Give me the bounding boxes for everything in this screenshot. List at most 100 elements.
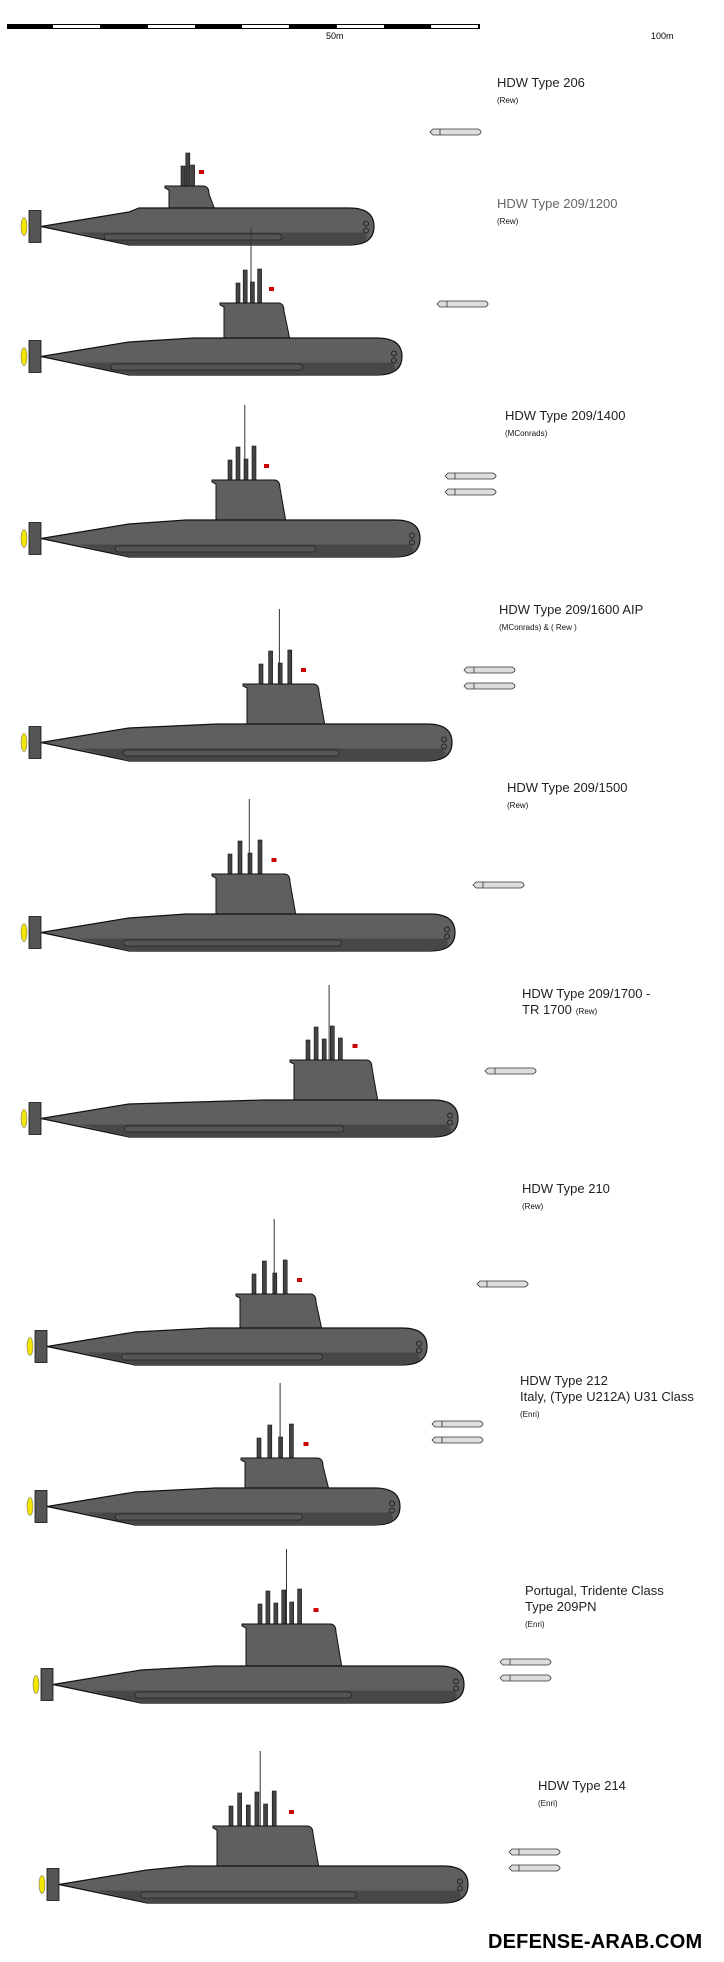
submarine-title: HDW Type 209/1400: [505, 408, 626, 423]
keel-fairing: [122, 749, 340, 757]
mast: [313, 1026, 319, 1063]
torpedo-tube: [444, 933, 450, 940]
mast: [287, 649, 293, 687]
submarine-title: HDW Type 206: [497, 75, 585, 90]
torpedo-tube: [457, 1878, 463, 1885]
propeller-icon: [20, 1109, 28, 1128]
submarine-drawing: [20, 405, 421, 558]
torpedo-icon: [429, 128, 482, 136]
propeller-icon: [26, 1337, 34, 1356]
conning-tower: [235, 1293, 323, 1331]
submarine-subtitle: Italy, (Type U212A) U31 Class: [520, 1389, 694, 1404]
mast: [245, 1804, 251, 1829]
flag-icon: [199, 170, 204, 174]
torpedo-body: [463, 682, 516, 690]
flag-icon: [352, 1044, 358, 1048]
mast: [227, 853, 233, 877]
torpedo-tube: [457, 1885, 463, 1892]
mast: [268, 650, 273, 687]
torpedo-tube: [447, 1119, 453, 1126]
submarine-label: HDW Type 209/1200(Rew): [497, 196, 617, 230]
keel-fairing: [121, 1353, 323, 1361]
drawing-credit: (MConrads) & ( Rew ): [499, 623, 577, 632]
conning-tower: [211, 479, 287, 523]
torpedo-icon: [431, 1436, 484, 1444]
torpedo-body: [508, 1864, 561, 1872]
submarine-title: HDW Type 209/1600 AIP: [499, 602, 644, 617]
submarine-label: HDW Type 209/1400(MConrads): [505, 408, 625, 442]
keel-fairing: [134, 1691, 352, 1699]
submarine-drawing: [26, 1383, 401, 1526]
mast: [258, 663, 264, 687]
submarine-title: HDW Type 209/1200: [497, 196, 618, 211]
torpedo-icon: [444, 472, 497, 480]
torpedo-icon: [463, 666, 516, 674]
torpedo-tube: [363, 227, 369, 234]
torpedo-icon: [463, 682, 516, 690]
conning-tower: [241, 1623, 343, 1669]
mast: [180, 165, 186, 189]
submarine-label: HDW Type 209/1600 AIP (MConrads) & ( Rew …: [499, 602, 643, 636]
rudder: [28, 340, 42, 373]
mast: [228, 1805, 234, 1829]
mast: [272, 1272, 278, 1297]
torpedo-icon: [508, 1864, 561, 1872]
conning-tower: [219, 302, 291, 341]
submarine-label: HDW Type 209/1500(Rew): [507, 780, 627, 814]
torpedo-icon: [499, 1674, 552, 1682]
conning-tower: [164, 185, 216, 211]
flag-icon: [297, 1278, 302, 1282]
mast: [256, 1437, 262, 1461]
mast: [235, 282, 241, 306]
submarine-drawing: [20, 799, 456, 952]
drawing-credit: (Enri): [525, 1620, 545, 1629]
drawing-credit: (Rew): [497, 96, 519, 105]
flag-icon: [289, 1810, 294, 1814]
submarine-drawing: [20, 228, 403, 376]
torpedo-tube: [391, 357, 397, 364]
torpedo-tube: [441, 743, 447, 750]
submarine-label: HDW Type 210(Rew): [522, 1181, 610, 1215]
submarine-drawing: [38, 1751, 469, 1904]
conning-tower: [242, 683, 326, 727]
propeller-icon: [20, 529, 28, 548]
propeller-icon: [26, 1497, 34, 1516]
submarine-drawing: [20, 985, 459, 1138]
mast: [237, 840, 243, 877]
torpedo-tube: [409, 539, 415, 546]
flag-icon: [271, 858, 277, 862]
torpedo-body: [508, 1848, 561, 1856]
rudder: [40, 1668, 54, 1701]
scale-label-100m: 100m: [651, 31, 674, 41]
mast: [277, 662, 283, 687]
conning-tower: [211, 873, 297, 917]
mast: [251, 1273, 257, 1297]
mast: [297, 1588, 302, 1627]
mast: [235, 446, 241, 483]
mast: [237, 1792, 242, 1829]
torpedo-body: [499, 1674, 552, 1682]
torpedo-icon: [499, 1658, 552, 1666]
torpedo-icon: [444, 488, 497, 496]
torpedo-body: [431, 1436, 484, 1444]
torpedo-icon: [508, 1848, 561, 1856]
mast: [263, 1803, 268, 1829]
keel-fairing: [123, 1125, 345, 1133]
torpedo-body: [431, 1420, 484, 1428]
rudder: [34, 1330, 48, 1363]
torpedo-tube: [389, 1500, 395, 1507]
drawing-credit: (Rew): [522, 1202, 544, 1211]
mast: [251, 445, 257, 483]
submarine-title: HDW Type 212: [520, 1373, 608, 1388]
flag-icon: [269, 287, 274, 291]
mast: [271, 1790, 277, 1829]
scale-segment: [431, 25, 478, 28]
rudder: [28, 210, 42, 243]
conning-tower: [240, 1457, 330, 1491]
submarine-subtitle: Type 209PN: [525, 1599, 597, 1614]
submarine-title: HDW Type 214: [538, 1778, 626, 1793]
torpedo-tube: [389, 1507, 395, 1514]
torpedo-body: [499, 1658, 552, 1666]
